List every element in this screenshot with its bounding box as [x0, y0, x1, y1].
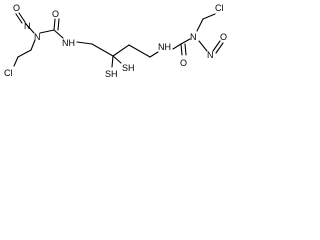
- atom-o-carbonyl-right: O: [180, 58, 187, 68]
- bond-quaternary-c-ch2-right: [112, 44, 130, 57]
- bond-carbonyl-c-o-right: [180, 43, 183, 56]
- atom-n-right-nitroso: N: [207, 50, 214, 60]
- bond-n-nitroso-o-right-double: [215, 42, 224, 54]
- atom-o-right: O: [220, 32, 227, 42]
- bond-carbonyl-c-o-left: [53, 18, 56, 31]
- chemical-structure-diagram: O N N Cl O NH SH SH NH O N N O Cl: [4, 3, 227, 79]
- bond-quaternary-c-sh-2: [112, 55, 122, 64]
- bond-n-nitroso-o-right: [212, 40, 221, 52]
- bond-ch2-quaternary-c: [91, 43, 114, 57]
- bond-ch2-cl-left: [13, 56, 19, 67]
- atom-cl-right: Cl: [215, 3, 224, 13]
- bond-n-right-n-nitroso: [198, 40, 208, 52]
- atom-nh-left: NH: [62, 38, 75, 48]
- atom-sh-1: SH: [105, 69, 118, 79]
- chemical-structure-canvas: O N N Cl O NH SH SH NH O N N O Cl: [0, 0, 234, 93]
- bond-o-n-left-nitroso: [18, 12, 26, 23]
- bond-n-left-carbonyl-c: [39, 29, 55, 34]
- bond-carbonyl-c-nh-left: [53, 29, 64, 39]
- atom-n-left: N: [34, 32, 41, 42]
- bond-o-n-left-nitroso-double: [15, 13, 23, 24]
- bond-ch2-ch2-left: [17, 49, 32, 58]
- bond-ch2-right-ch2: [128, 44, 151, 58]
- atom-o-left: O: [13, 3, 20, 13]
- bond-quaternary-c-sh-1: [111, 55, 114, 68]
- atom-n-left-nitroso: N: [24, 21, 31, 31]
- atom-sh-2: SH: [122, 63, 135, 73]
- bond-n-left-nitroso-n-left: [25, 23, 35, 34]
- bond-nh-right-carbonyl-c: [172, 43, 182, 50]
- bond-carbonyl-c-o-left-double: [57, 18, 60, 31]
- bond-ch2-nh-right: [149, 51, 159, 58]
- atom-cl-left: Cl: [4, 68, 13, 78]
- atom-n-right: N: [190, 32, 197, 42]
- bond-n-left-ch2: [30, 39, 36, 51]
- bond-ch2-ch2-right: [202, 13, 216, 20]
- bond-carbonyl-c-n-right: [180, 38, 191, 45]
- atom-o-carbonyl-left: O: [52, 9, 59, 19]
- bond-carbonyl-c-o-right-double: [184, 43, 187, 56]
- bond-nh-left-ch2: [76, 41, 93, 45]
- bond-n-right-ch2: [196, 18, 204, 32]
- atom-nh-right: NH: [158, 42, 171, 52]
